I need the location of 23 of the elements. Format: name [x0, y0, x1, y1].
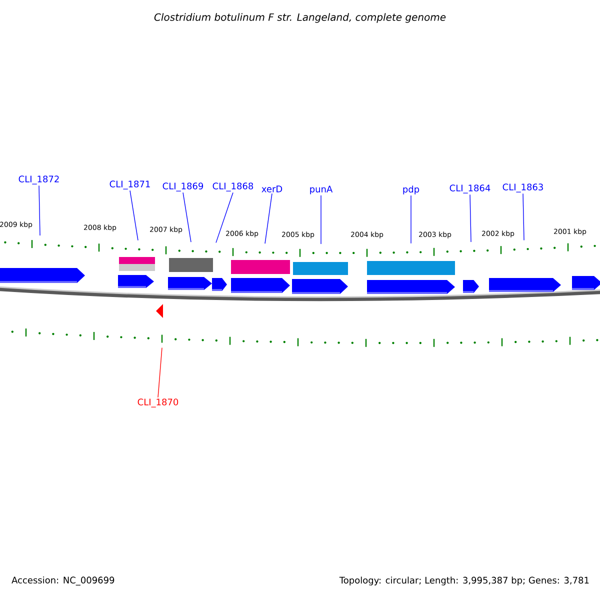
gene-label: xerD [262, 186, 282, 192]
leader-line [158, 347, 162, 398]
leader-line [522, 193, 524, 241]
gene-label: CLI_1869 [162, 182, 204, 192]
leader-line [130, 190, 138, 241]
gene-label: CLI_1872 [18, 176, 59, 184]
leader-line [264, 193, 272, 244]
gene-label: pdp [403, 186, 420, 194]
summary-text: Topology: circular; Length: 3,995,387 bp; Genes: 3,781 [339, 576, 589, 586]
gene-label: CLI_1871 [110, 180, 150, 190]
leader-line [216, 192, 234, 244]
gene-label: CLI_1864 [450, 184, 490, 194]
gene-label: CLI_1870 [138, 398, 178, 408]
accession-text: Accession: NC_009699 [12, 576, 114, 586]
gene-label: CLI_1868 [212, 182, 254, 192]
leader-line [38, 185, 40, 236]
leader-line [410, 195, 412, 244]
leader-line [320, 195, 322, 244]
title: Clostridium botulinum F str. Langeland, complete genome [154, 13, 446, 23]
gene-label: CLI_1863 [502, 184, 543, 192]
leader-line [470, 194, 472, 242]
leader-line [182, 192, 192, 242]
gene-label: punA [310, 186, 333, 194]
